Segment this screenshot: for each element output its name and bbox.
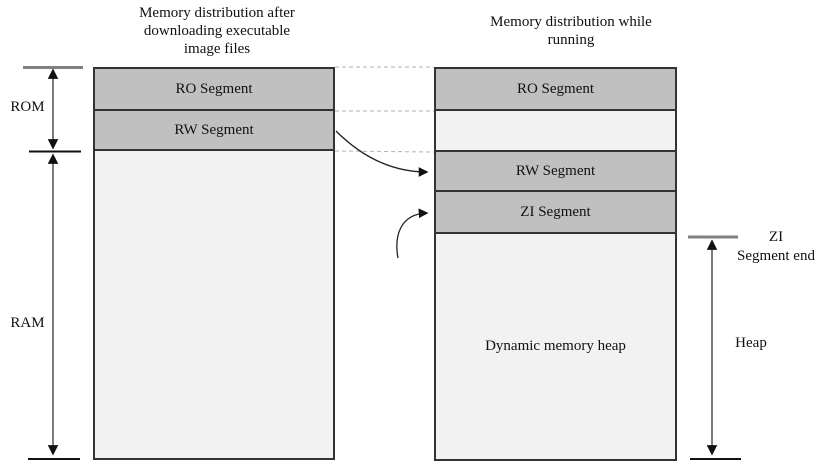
zi-segment-end-line: Segment end <box>737 248 815 264</box>
segment-ro-left: RO Segment <box>95 69 333 111</box>
segment-rw-right-label: RW Segment <box>515 162 596 179</box>
segment-rw-left: RW Segment <box>95 111 333 151</box>
segment-heap-label: Dynamic memory heap <box>485 338 626 354</box>
segment-ro-right-label: RO Segment <box>516 80 595 97</box>
segment-ro-right: RO Segment <box>436 69 675 111</box>
memory-column-after-download: RO Segment RW Segment <box>93 67 335 460</box>
dashed-connector-rw-bottom <box>334 150 435 153</box>
zi-segment-end-label: ZI Segment end <box>728 228 824 266</box>
rw-relocation-arrow <box>335 130 429 177</box>
segment-rw-right: RW Segment <box>436 152 675 192</box>
ram-label: RAM <box>10 315 45 331</box>
left-title-line: image files <box>183 41 251 57</box>
memory-column-running: RO Segment RW Segment ZI Segment Dynamic… <box>434 67 677 461</box>
rom-label: ROM <box>10 99 45 115</box>
zi-pointer-arrow <box>396 208 429 259</box>
segment-heap: Dynamic memory heap <box>436 234 675 459</box>
zi-segment-end-line: ZI <box>768 229 784 245</box>
right-title-line: running <box>547 32 595 48</box>
segment-ram-empty <box>95 151 333 458</box>
segment-rw-left-label: RW Segment <box>174 121 254 138</box>
left-title-line: Memory distribution after <box>139 5 295 21</box>
segment-gap-right <box>436 111 675 152</box>
segment-ro-left-label: RO Segment <box>175 80 253 97</box>
heap-label: Heap <box>735 335 767 351</box>
right-column-title: Memory distribution while running <box>450 13 692 49</box>
segment-zi-right: ZI Segment <box>436 192 675 234</box>
segment-zi-right-label: ZI Segment <box>520 203 591 220</box>
right-title-line: Memory distribution while <box>490 14 652 30</box>
left-title-line: downloading executable <box>143 23 291 39</box>
left-column-title: Memory distribution after downloading ex… <box>95 4 339 58</box>
